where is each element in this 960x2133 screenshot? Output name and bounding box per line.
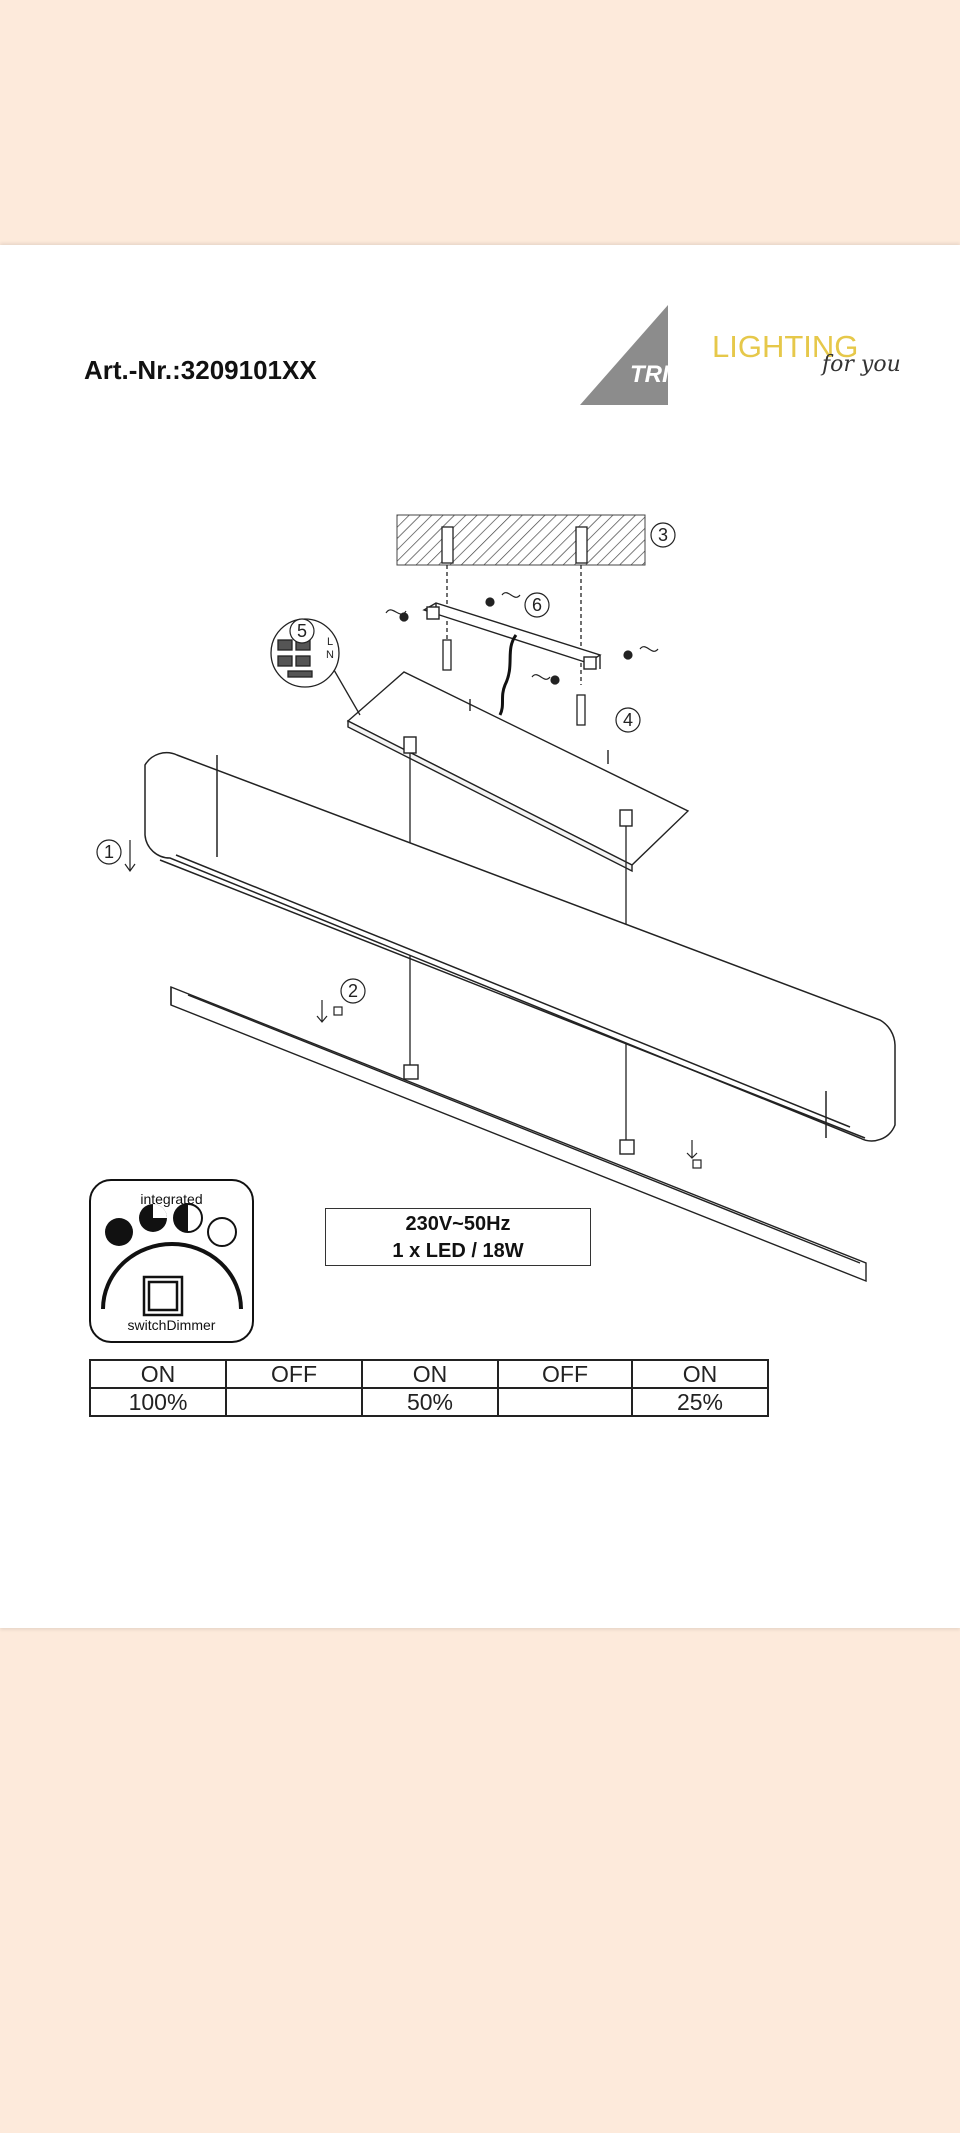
table-row: 100% 50% 25% bbox=[89, 1387, 769, 1417]
screw-symbols bbox=[385, 592, 659, 685]
ceiling-dowels bbox=[441, 526, 588, 726]
step-1-label: 1 bbox=[104, 842, 114, 862]
integrated-label: integrated bbox=[140, 1191, 203, 1207]
arrow-step-1 bbox=[124, 840, 136, 873]
state-cell: OFF bbox=[497, 1359, 633, 1389]
level-cell bbox=[225, 1387, 363, 1417]
table-row: ON OFF ON OFF ON bbox=[89, 1359, 769, 1389]
spec-led: 1 x LED / 18W bbox=[392, 1240, 524, 1262]
switch-dimmer-label: switchDimmer bbox=[127, 1317, 216, 1333]
terminal-n-label: N bbox=[326, 649, 334, 661]
state-cell: ON bbox=[631, 1359, 769, 1389]
trio-logo-triangle bbox=[580, 305, 668, 405]
level-cell: 50% bbox=[361, 1387, 499, 1417]
state-cell: ON bbox=[89, 1359, 227, 1389]
led-strip bbox=[170, 985, 867, 1283]
step-2-label: 2 bbox=[348, 981, 358, 1001]
level-cell bbox=[497, 1387, 633, 1417]
logo-word: LIGHTING bbox=[712, 329, 859, 364]
step-5-label: 5 bbox=[297, 621, 307, 641]
switch-dimmer-icon-box: integrated switchDimmer bbox=[89, 1179, 254, 1343]
instruction-sheet: Art.-Nr.:3209101XX TRIO LIGHTING for you bbox=[0, 245, 960, 1628]
step-6-label: 6 bbox=[532, 595, 542, 615]
switch-dimmer-table: ON OFF ON OFF ON 100% 50% 25% bbox=[89, 1359, 769, 1417]
state-cell: ON bbox=[361, 1359, 499, 1389]
terminal-detail bbox=[270, 618, 361, 716]
step-3-label: 3 bbox=[658, 525, 668, 545]
dimmer-levels-icon bbox=[101, 1203, 243, 1317]
step-4-label: 4 bbox=[623, 710, 633, 730]
state-cell: OFF bbox=[225, 1359, 363, 1389]
ceiling-hatch bbox=[396, 514, 646, 566]
step-markers: 1 2 3 4 5 6 L N bbox=[96, 522, 676, 1004]
article-number: Art.-Nr.:3209101XX bbox=[84, 355, 317, 385]
logo-tagline: for you bbox=[822, 352, 901, 377]
logo-brand: TRIO bbox=[630, 361, 688, 388]
terminal-l-label: L bbox=[327, 636, 333, 648]
mounting-bracket bbox=[422, 602, 602, 716]
electrical-spec-box: 230V~50Hz 1 x LED / 18W bbox=[325, 1208, 591, 1266]
ceiling-canopy bbox=[346, 671, 690, 873]
luminaire-body bbox=[144, 751, 896, 1142]
assembly-drawing: 1 2 3 4 5 6 L N bbox=[96, 514, 896, 1283]
end-screws bbox=[316, 1000, 702, 1169]
level-cell: 100% bbox=[89, 1387, 227, 1417]
level-cell: 25% bbox=[631, 1387, 769, 1417]
spec-voltage: 230V~50Hz bbox=[405, 1213, 511, 1235]
